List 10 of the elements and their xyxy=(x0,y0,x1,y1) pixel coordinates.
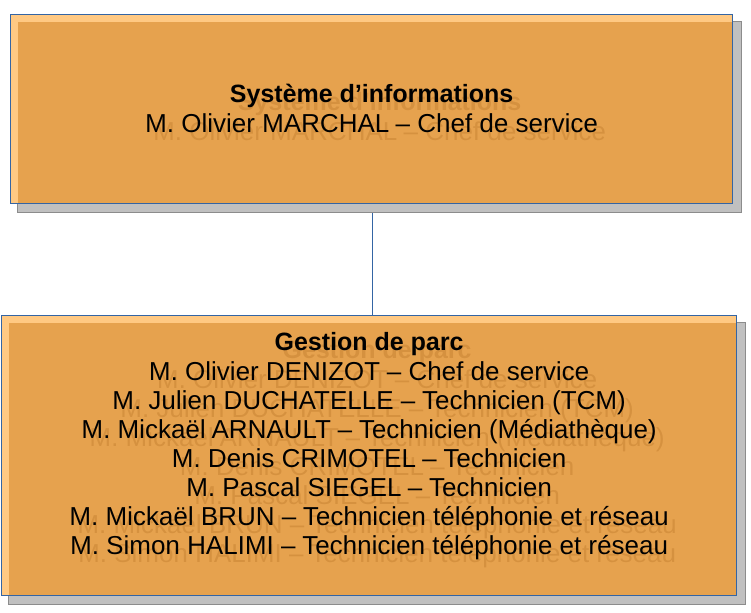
staff-entry: M. Pascal SIEGEL – Technicien xyxy=(185,473,553,502)
box-heading: Système d’informations xyxy=(228,80,514,109)
staff-entry: M. Olivier MARCHAL – Chef de service xyxy=(144,109,599,138)
staff-entry: M. Olivier DENIZOT – Chef de service xyxy=(148,357,590,386)
staff-entry: M. Julien DUCHATELLE – Technicien (TCM) xyxy=(111,386,627,415)
staff-entry: M. Mickaël ARNAULT – Technicien (Médiathèque) xyxy=(80,415,658,444)
staff-entry: M. Simon HALIMI – Technicien téléphonie et réseau xyxy=(69,531,669,560)
staff-entry: M. Mickaël BRUN – Technicien téléphonie et réseau xyxy=(68,502,670,531)
staff-entry: M. Denis CRIMOTEL – Technicien xyxy=(170,444,566,473)
box-heading: Gestion de parc xyxy=(274,328,464,357)
